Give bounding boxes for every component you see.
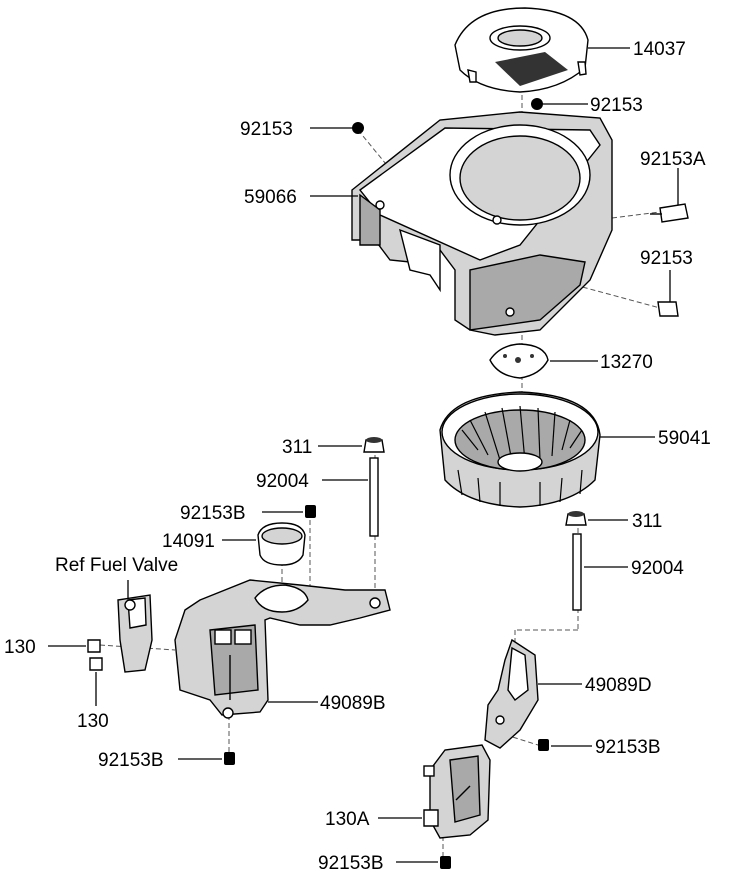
- part-92153B-lower-screw: [178, 752, 235, 765]
- label-49089D: 49089D: [585, 675, 652, 696]
- part-14037-cover: [454, 7, 630, 93]
- part-311-left-nut: [318, 437, 385, 453]
- label-92153B-upper: 92153B: [180, 503, 246, 524]
- part-92004-left-stud: [322, 457, 379, 537]
- part-92153A-bolt: [650, 168, 689, 223]
- part-92153B-upper-screw: [262, 505, 316, 518]
- label-49089B: 49089B: [320, 693, 386, 714]
- label-14037: 14037: [633, 39, 686, 60]
- ref-fuel-valve-bracket: [117, 580, 153, 673]
- label-92004-right: 92004: [631, 558, 684, 579]
- part-92153-right-bolt: [657, 270, 679, 317]
- label-59041: 59041: [658, 428, 711, 449]
- label-130A: 130A: [325, 809, 370, 830]
- part-labels: 14037 92153 92153 92153A 59066 92153 132…: [4, 39, 711, 874]
- part-92153B-right-screw: [538, 739, 592, 751]
- part-92153-top-bolt: [531, 98, 588, 110]
- part-59066-fan-housing: [310, 111, 613, 336]
- label-92153-right: 92153: [640, 248, 693, 269]
- part-59041-fan: [439, 391, 655, 508]
- part-130A-screw: [378, 809, 439, 827]
- label-92153B-lower: 92153B: [98, 750, 164, 771]
- part-92153B-bottom-screw: [396, 856, 451, 869]
- label-311-left: 311: [282, 437, 312, 458]
- label-92004-left: 92004: [256, 471, 309, 492]
- label-92153B-bottom: 92153B: [318, 853, 384, 874]
- part-lower-cover-plate: [423, 744, 491, 839]
- label-92153-left: 92153: [240, 119, 293, 140]
- label-92153A: 92153A: [640, 149, 706, 170]
- label-13270: 13270: [600, 352, 653, 373]
- part-14091-collar: [222, 522, 306, 566]
- part-13270-plate: [489, 343, 598, 379]
- part-49089B-shroud: [174, 579, 391, 719]
- label-ref-fuel-valve: Ref Fuel Valve: [55, 555, 178, 576]
- label-130-left: 130: [4, 637, 36, 658]
- part-49089D-shroud: [484, 638, 582, 749]
- label-59066: 59066: [244, 187, 297, 208]
- part-130-bottom-screw: [89, 657, 103, 706]
- label-92153B-right: 92153B: [595, 737, 661, 758]
- part-311-right-nut: [565, 511, 628, 526]
- part-92153-left-bolt: [310, 122, 364, 134]
- part-130-left-screw: [48, 639, 101, 653]
- label-130-bottom: 130: [77, 711, 109, 732]
- label-311-right: 311: [632, 511, 662, 532]
- part-92004-right-stud: [572, 533, 628, 611]
- label-14091: 14091: [162, 531, 215, 552]
- label-92153-top: 92153: [590, 95, 643, 116]
